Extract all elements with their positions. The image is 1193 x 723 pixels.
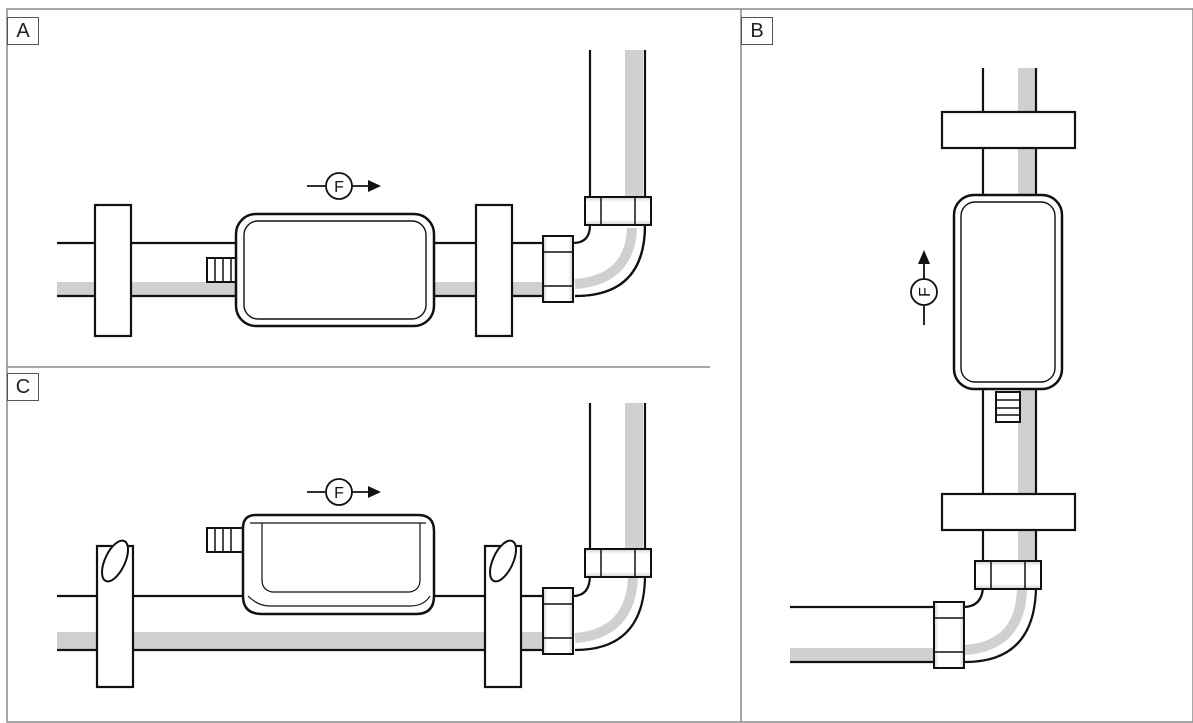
panel-c-flow-symbol: F xyxy=(334,485,344,502)
panel-a-flow-symbol: F xyxy=(334,179,344,196)
panel-a-drawing xyxy=(57,50,652,338)
frames xyxy=(6,8,1193,723)
panel-b-drawing xyxy=(790,68,1077,669)
panel-b-flow-symbol: F xyxy=(917,287,934,297)
panel-c-drawing xyxy=(57,403,652,689)
panel-c-label: C xyxy=(7,373,39,401)
panel-a-label: A xyxy=(7,17,39,45)
panel-b-label: B xyxy=(741,17,773,45)
